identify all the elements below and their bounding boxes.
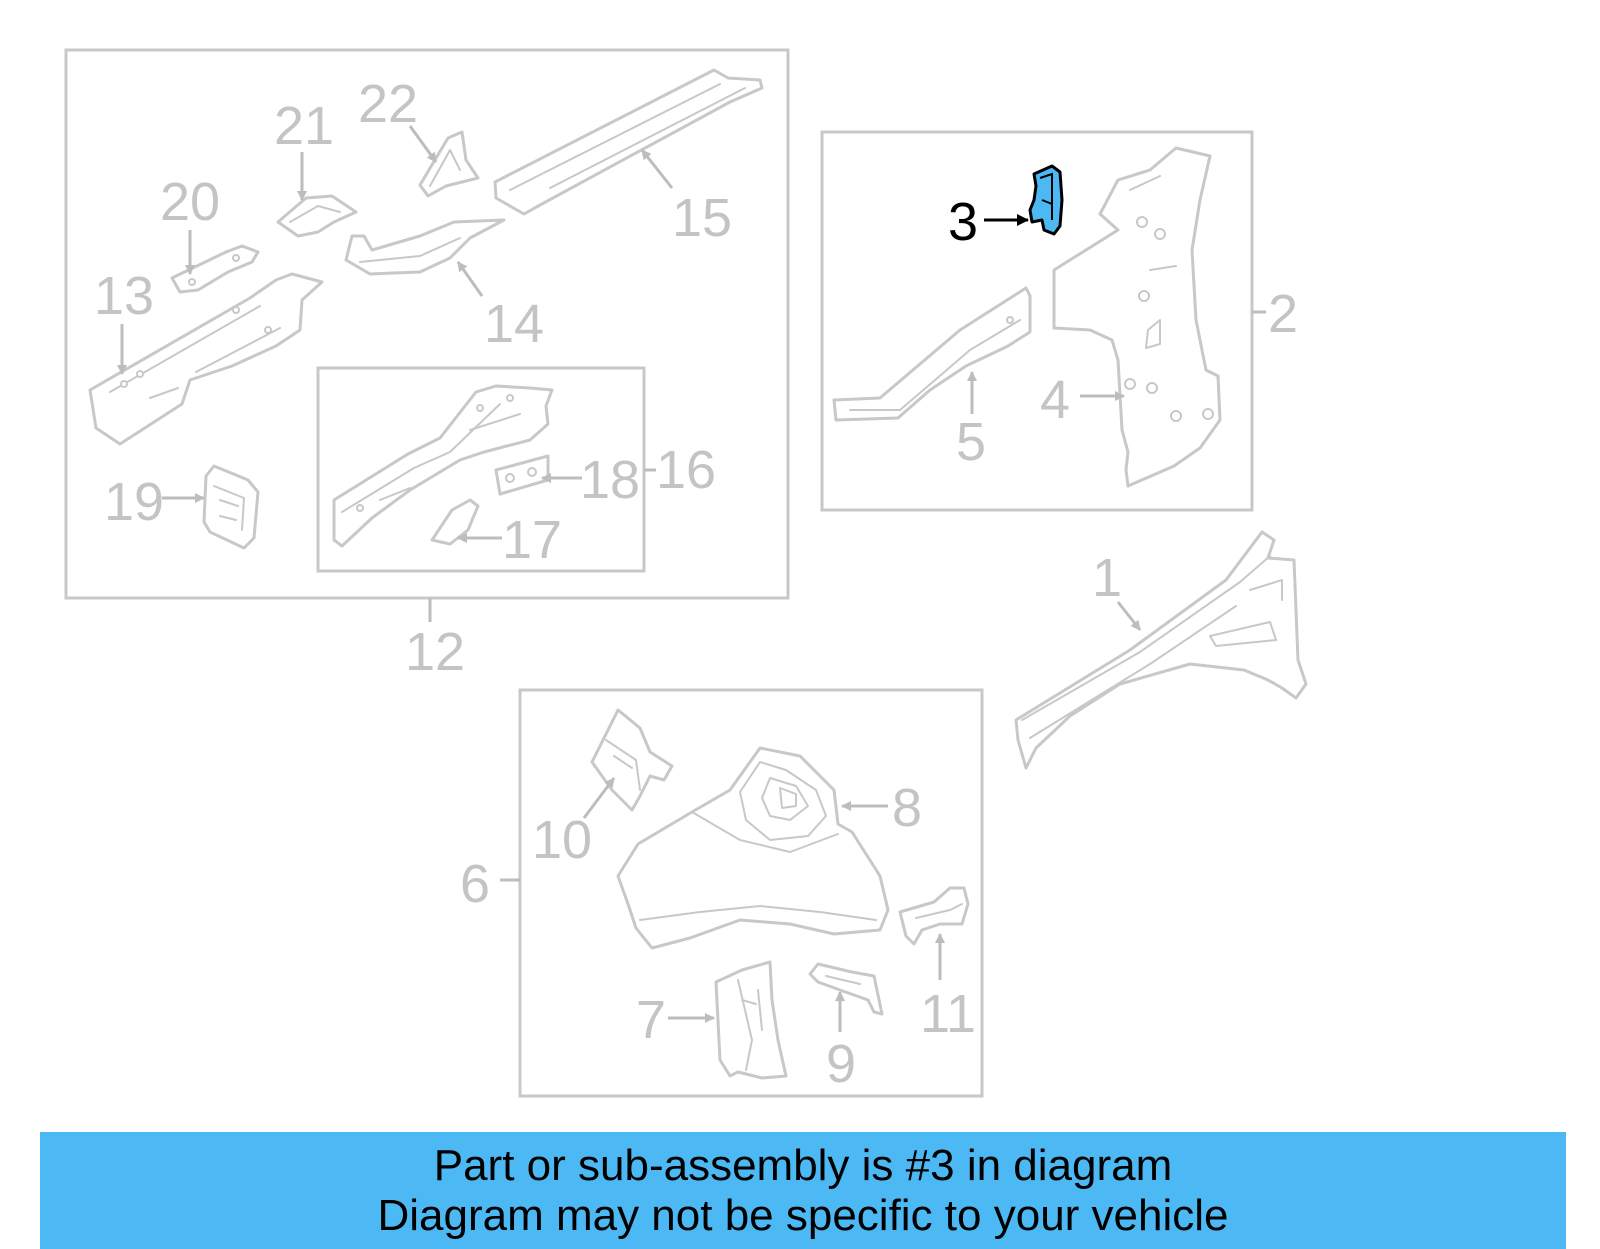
- callout-20: 20: [160, 172, 220, 232]
- group-box-2: [820, 130, 1254, 512]
- callout-22: 22: [358, 74, 418, 134]
- callout-9: 9: [826, 1034, 856, 1094]
- banner-line-2: Diagram may not be specific to your vehi…: [377, 1190, 1229, 1240]
- part-5[interactable]: [832, 286, 1032, 422]
- group-box-12: [64, 48, 790, 600]
- part-1[interactable]: [1014, 530, 1308, 770]
- part-14[interactable]: [344, 218, 506, 276]
- callout-5: 5: [956, 412, 986, 472]
- callout-10: 10: [532, 810, 592, 870]
- callout-2: 2: [1268, 284, 1298, 344]
- part-21[interactable]: [276, 194, 358, 238]
- callout-15: 15: [672, 188, 732, 248]
- part-3-highlight[interactable]: [1028, 164, 1064, 236]
- part-13[interactable]: [88, 272, 324, 446]
- part-22[interactable]: [418, 130, 480, 198]
- part-20[interactable]: [170, 244, 260, 294]
- part-19[interactable]: [202, 464, 260, 550]
- callout-3: 3: [948, 192, 978, 252]
- callout-6: 6: [460, 854, 490, 914]
- part-18[interactable]: [494, 454, 550, 496]
- callout-21: 21: [274, 96, 334, 156]
- part-8[interactable]: [616, 746, 890, 950]
- part-4[interactable]: [1052, 146, 1222, 488]
- banner-line-1: Part or sub-assembly is #3 in diagram: [433, 1140, 1173, 1190]
- part-17[interactable]: [430, 498, 480, 546]
- callout-17: 17: [502, 510, 562, 570]
- part-7[interactable]: [714, 960, 788, 1080]
- part-15[interactable]: [493, 68, 764, 216]
- callout-13: 13: [94, 266, 154, 326]
- callout-1: 1: [1092, 548, 1122, 608]
- part-9[interactable]: [808, 962, 884, 1016]
- callout-14: 14: [484, 294, 544, 354]
- callout-8: 8: [892, 778, 922, 838]
- group-box-6: [518, 688, 984, 1098]
- callout-19: 19: [104, 472, 164, 532]
- part-16[interactable]: [332, 384, 554, 548]
- callout-12: 12: [405, 622, 465, 682]
- callout-11: 11: [920, 984, 976, 1044]
- info-banner: Part or sub-assembly is #3 in diagram Di…: [40, 1132, 1566, 1249]
- callout-7: 7: [636, 990, 666, 1050]
- part-3[interactable]: [1028, 164, 1064, 236]
- part-11[interactable]: [898, 886, 970, 946]
- callout-4: 4: [1040, 370, 1070, 430]
- callout-18: 18: [580, 450, 640, 510]
- callout-16: 16: [656, 440, 716, 500]
- part-10[interactable]: [590, 708, 674, 812]
